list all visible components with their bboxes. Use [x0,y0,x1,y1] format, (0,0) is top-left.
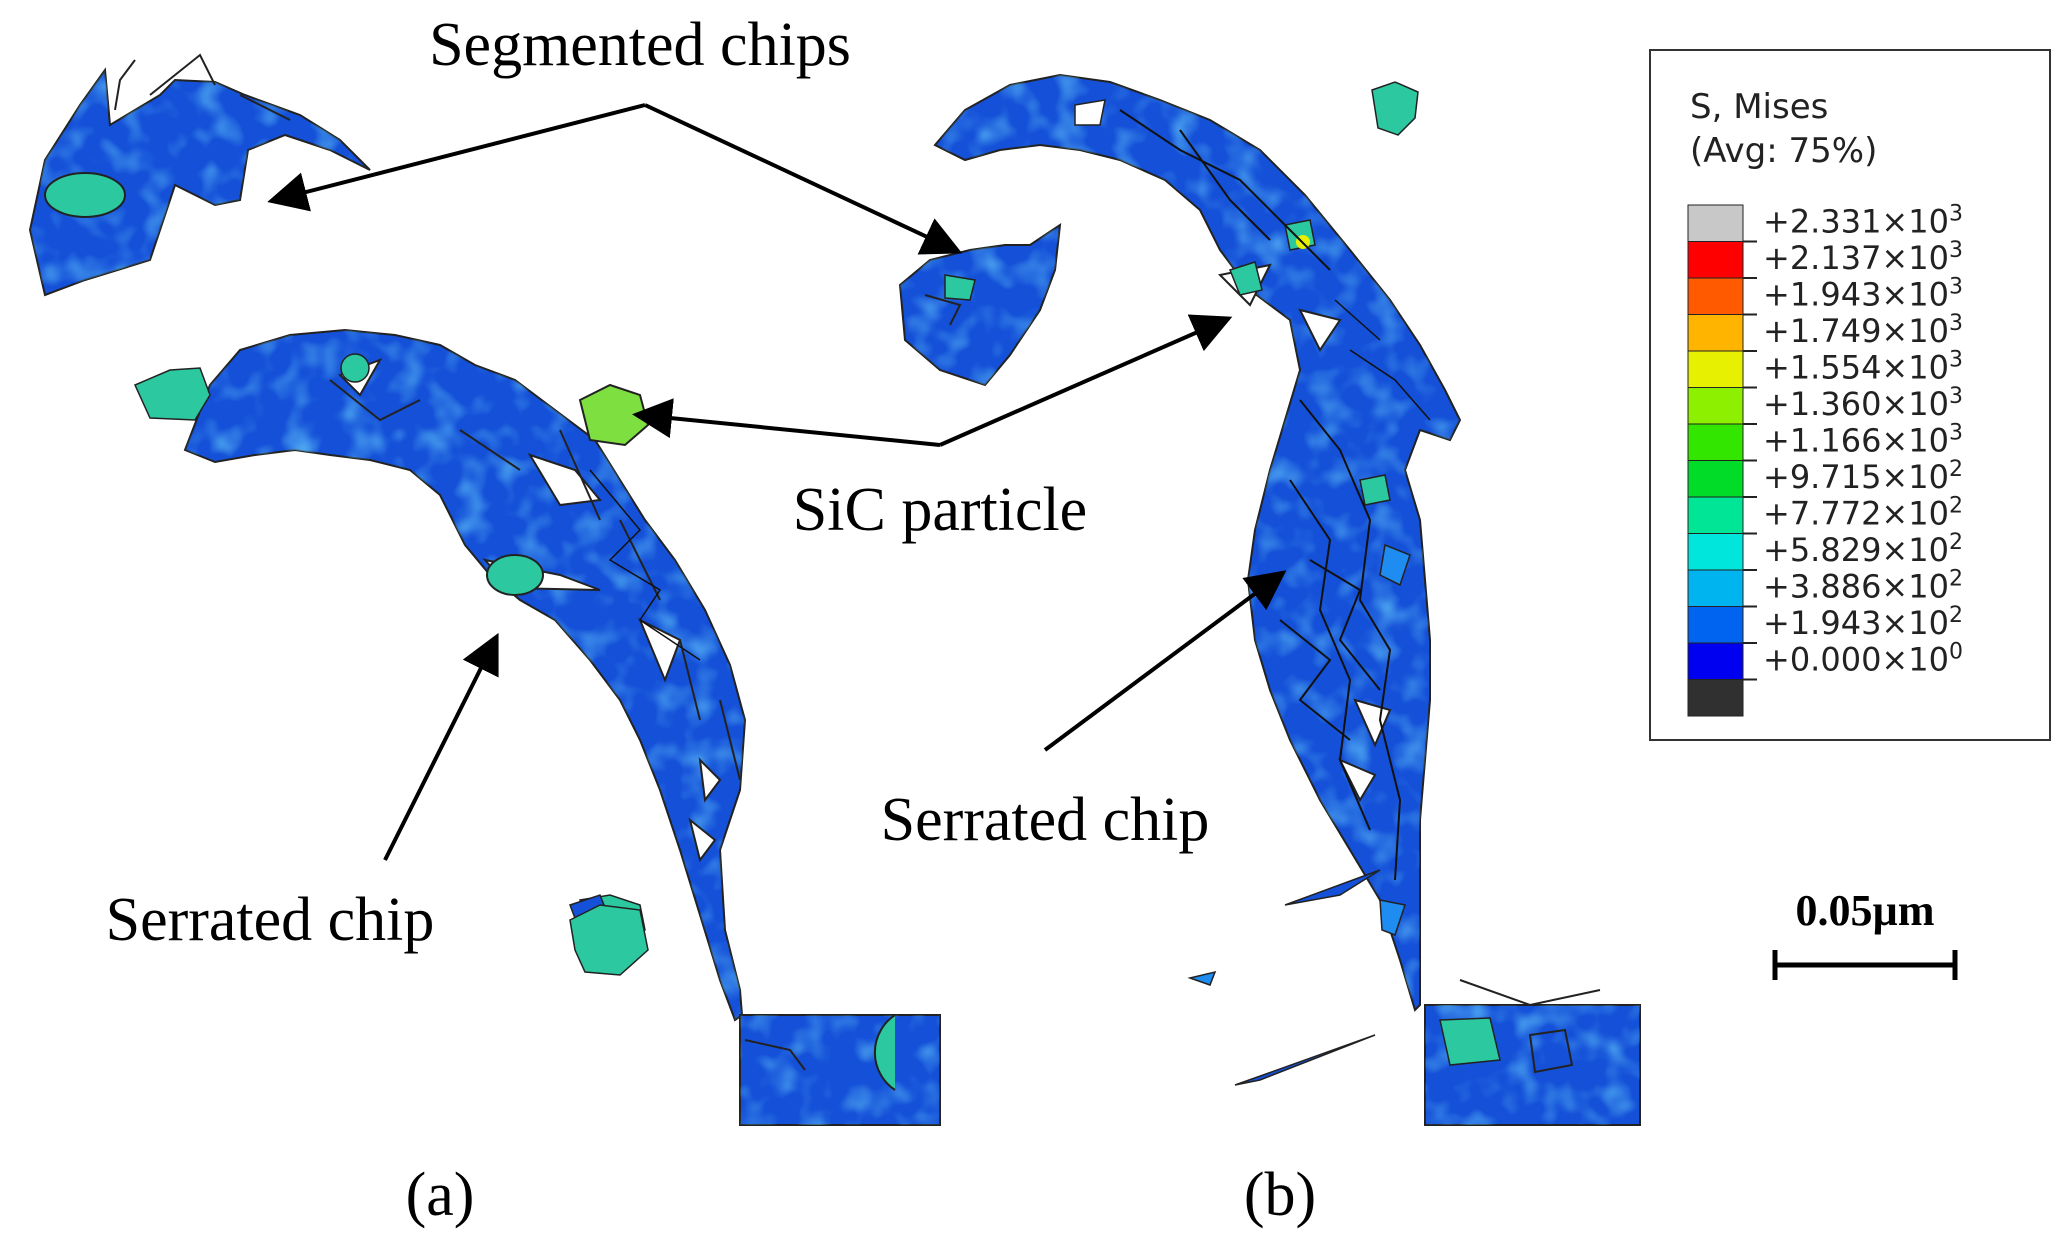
sic-particle-a5 [569,904,649,976]
legend-value-label: +7.772×102 [1763,493,1963,532]
arrow-segmented-chip-b [644,103,963,255]
legend-value-label: +1.943×102 [1763,603,1963,642]
panel-label-b: (b) [1244,1161,1316,1229]
label-segmented-chips: Segmented chips [429,11,851,79]
legend-value-label: +5.829×102 [1763,530,1963,569]
legend-subtitle: (Avg: 75%) [1690,131,1877,171]
legend-value-label: +1.749×103 [1763,311,1963,350]
fragment-b3 [1234,1034,1376,1086]
workpiece-b [1424,979,1641,1126]
serrated-chip-b-body [933,73,1462,1012]
panel-label-a: (a) [406,1161,475,1229]
legend-value-label: +9.715×102 [1763,457,1963,496]
sic-particle-a1 [134,367,211,421]
sic-particle-a2 [578,383,650,447]
segmented-chip-b [898,222,1062,387]
annotation-arrows [267,103,1287,861]
arrow-serrated-chip-a [383,632,499,861]
serrated-chip-a-body [183,328,747,1022]
legend-swatch [1687,606,1744,644]
legend-swatch-bottom [1687,679,1744,717]
label-sic-particle: SiC particle [793,476,1087,544]
legend-value-label: +1.943×103 [1763,274,1963,313]
legend-swatch [1687,460,1744,498]
segmented-chip-a [28,53,371,297]
arrow-sic-particle-a [632,398,941,447]
scale-bar: 0.05µm [1772,886,1958,980]
legend-value-label: +0.000×100 [1763,639,1963,678]
fragment-b2 [1187,970,1217,986]
panel-b [898,73,1641,1126]
legend-value-label: +3.886×102 [1763,566,1963,605]
fragment-b4 [1379,899,1406,936]
legend-value-label: +2.137×103 [1763,238,1963,277]
legend-swatch [1687,241,1744,279]
legend-swatch [1687,204,1744,242]
legend-value-label: +1.360×103 [1763,384,1963,423]
scale-bar-label: 0.05µm [1795,886,1934,935]
sic-particle-shape [44,172,126,218]
legend-swatch [1687,314,1744,352]
legend-value-label: +1.554×103 [1763,347,1963,386]
legend-swatch [1687,350,1744,388]
panel-a [28,53,941,1126]
arrow-sic-particle-b [939,314,1233,447]
legend-value-label: +2.331×103 [1763,201,1963,240]
legend-swatch [1687,277,1744,315]
legend-swatch [1687,642,1744,680]
label-serrated-chip-a: Serrated chip [106,886,435,954]
fragment-b1 [1284,869,1381,906]
legend-swatch [1687,533,1744,571]
workpiece-a [739,1014,941,1126]
sic-particle-b1 [1371,81,1419,136]
legend-swatch [1687,423,1744,461]
arrow-segmented-chip-a [267,103,646,212]
legend-title: S, Mises [1690,87,1828,127]
stress-legend: S, Mises (Avg: 75%) +2.331×103+2.137×103… [1649,49,2051,741]
arrow-serrated-chip-b [1043,570,1287,752]
legend-swatch [1687,569,1744,607]
legend-swatch [1687,387,1744,425]
label-serrated-chip-b: Serrated chip [881,786,1210,854]
legend-swatch [1687,496,1744,534]
legend-value-label: +1.166×103 [1763,420,1963,459]
